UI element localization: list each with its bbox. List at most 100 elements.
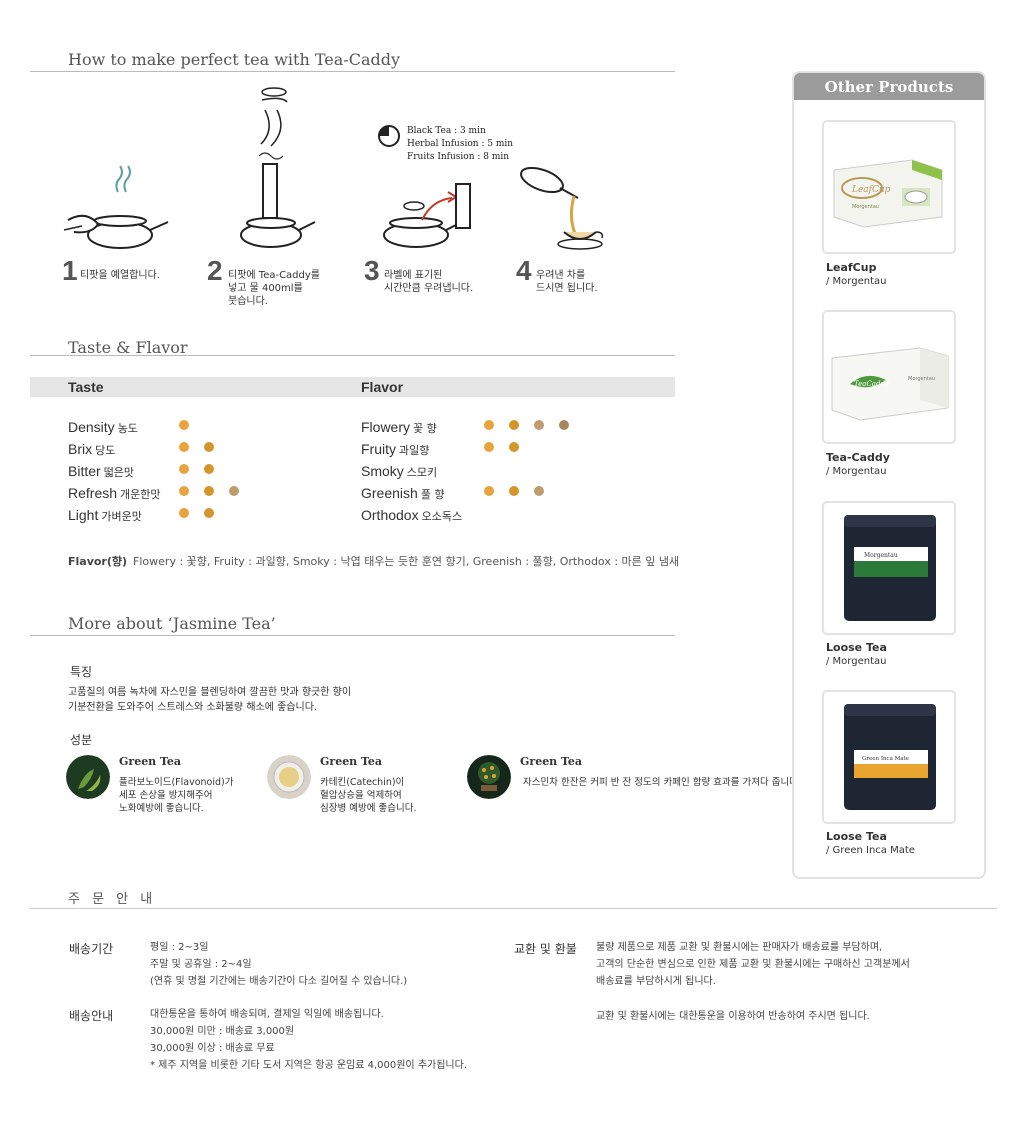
ingredient-title: Green Tea	[320, 755, 383, 768]
ingredient-desc: 카테킨(Catechin)이 혈압상승을 억제하여 심장병 예방에 좋습니다.	[320, 777, 417, 814]
attribute-name: Orthodox	[361, 507, 419, 523]
rating-dot	[509, 486, 519, 496]
rating-dot	[559, 420, 569, 430]
rating-dot	[179, 508, 189, 518]
delivery-info-text: 대한통운을 통하여 배송되며, 결제일 익일에 배송됩니다. 30,000원 미…	[150, 1009, 467, 1071]
attribute-name: Density	[68, 419, 115, 435]
rating-dot	[179, 464, 189, 474]
product-name[interactable]: Loose Tea	[826, 830, 887, 843]
product-sub: / Morgentau	[826, 276, 887, 287]
product-sub: / Morgentau	[826, 466, 887, 477]
step-number: 1	[62, 255, 78, 286]
ingredient-desc: 플라보노이드(Flavonoid)가 세포 손상을 방지해주어 노화예방에 좋습…	[119, 777, 234, 814]
rating-dot	[509, 442, 519, 452]
feature-label: 특징	[70, 665, 93, 679]
taste-table-header	[30, 377, 675, 397]
attribute-name-ko: 개운한맛	[120, 488, 161, 501]
rating-dot	[509, 420, 519, 430]
attribute-name: Flowery	[361, 419, 411, 435]
product-name[interactable]: Loose Tea	[826, 641, 887, 654]
svg-text:Green Inca Mate: Green Inca Mate	[862, 756, 909, 762]
attribute-name-ko: 떫은맛	[103, 466, 135, 479]
product-name[interactable]: LeafCup	[826, 261, 877, 274]
flavor-note: Flavor(향)Flowery : 꽃향, Fruity : 과일향, Smo…	[68, 555, 680, 568]
step-number: 3	[364, 255, 380, 286]
rating-dot	[534, 486, 544, 496]
step-text: 티팟을 예열합니다.	[80, 270, 160, 281]
step-3: 3 라벨에 표기된 시간만큼 우려냅니다.	[364, 80, 514, 320]
steep-illustration	[378, 125, 471, 248]
attribute-name-ko: 스모키	[406, 466, 438, 479]
jasmine-plant-image	[467, 755, 511, 799]
rating-dot	[204, 442, 214, 452]
delivery-period-text: 평일 : 2~3일 주말 및 공휴일 : 2~4일 (연휴 및 명절 기간에는 …	[150, 942, 408, 987]
product-image-loose-tea[interactable]: Morgentau	[822, 501, 956, 635]
order-divider	[30, 908, 997, 909]
ingredient-item: Green Tea 플라보노이드(Flavonoid)가 세포 손상을 방지해주…	[66, 755, 266, 825]
rating-dot	[179, 486, 189, 496]
product-image-tea-caddy[interactable]: TeaCaddy Morgentau	[822, 310, 956, 444]
product-image-leafcup[interactable]: LeafCup Morgentau	[822, 120, 956, 254]
step-4: 4 우려낸 차를 드시면 됩니다.	[516, 80, 666, 320]
product-name[interactable]: Tea-Caddy	[826, 451, 890, 464]
svg-text:Morgentau: Morgentau	[852, 204, 879, 210]
product-sub: / Green Inca Mate	[826, 845, 915, 856]
section-divider	[30, 355, 675, 356]
ingredient-item: Green Tea 카테킨(Catechin)이 혈압상승을 억제하여 심장병 …	[267, 755, 467, 825]
taste-header: Taste	[68, 379, 104, 395]
product-sub: / Morgentau	[826, 656, 887, 667]
step-2: 2 티팟에 Tea-Caddy를 넣고 물 400ml를 붓습니다.	[207, 80, 357, 320]
feature-text: 고품질의 여름 녹차에 자스민을 블렌딩하여 깔끔한 맛과 향긋한 향이 기분전…	[68, 687, 352, 713]
step-number: 4	[516, 255, 532, 286]
product-image-green-inca-mate[interactable]: Green Inca Mate	[822, 690, 956, 824]
ingredient-label: 성분	[70, 733, 93, 747]
ingredient-item: Green Tea 자스민차 한잔은 커피 반 잔 정도의 카페인 함량 효과를…	[467, 755, 801, 825]
order-info-title: 주 문 안 내	[68, 892, 157, 907]
rating-dot	[484, 486, 494, 496]
rating-dot	[204, 464, 214, 474]
attribute-name-ko: 당도	[95, 444, 116, 457]
tea-cup-image	[267, 755, 311, 799]
attribute-name: Bitter	[68, 463, 101, 479]
attribute-name: Refresh	[68, 485, 118, 501]
rating-dot	[229, 486, 239, 496]
ingredient-title: Green Tea	[119, 755, 182, 768]
step-1: 1 티팟을 예열합니다.	[62, 80, 212, 320]
attribute-name: Smoky	[361, 463, 404, 479]
attribute-name-ko: 가벼운맛	[101, 510, 142, 523]
svg-text:TeaCaddy: TeaCaddy	[854, 380, 890, 388]
tea-leaf-image	[66, 755, 110, 799]
exchange-label: 교환 및 환불	[514, 942, 577, 956]
how-to-title: How to make perfect tea with Tea-Caddy	[68, 50, 401, 69]
rating-dot	[484, 420, 494, 430]
rating-dot	[204, 508, 214, 518]
attribute-name: Fruity	[361, 441, 396, 457]
caddy-pour-illustration	[240, 87, 316, 248]
ingredient-title: Green Tea	[520, 755, 583, 768]
other-products-title: Other Products	[824, 78, 954, 96]
step-text: 티팟에 Tea-Caddy를 넣고 물 400ml를 붓습니다.	[228, 270, 321, 307]
other-products-header: Other Products	[794, 73, 984, 100]
ingredient-desc: 자스민차 한잔은 커피 반 잔 정도의 카페인 함량 효과를 가져다 줍니다.	[523, 777, 801, 788]
exchange-text: 불량 제품으로 제품 교환 및 환불시에는 판매자가 배송료를 부담하며, 고객…	[596, 942, 910, 987]
attribute-name: Light	[68, 507, 99, 523]
rating-dot	[484, 442, 494, 452]
svg-text:Morgentau: Morgentau	[864, 552, 898, 559]
delivery-info-label: 배송안내	[69, 1009, 114, 1023]
infusion-times: Black Tea : 3 min Herbal Infusion : 5 mi…	[407, 126, 514, 162]
attribute-name: Brix	[68, 441, 93, 457]
attribute-name-ko: 과일향	[399, 444, 430, 457]
rating-dot	[179, 420, 189, 430]
attribute-name: Greenish	[361, 485, 418, 501]
more-about-title: More about ‘Jasmine Tea’	[68, 614, 276, 633]
delivery-period-label: 배송기간	[69, 942, 114, 956]
rating-dot	[534, 420, 544, 430]
attribute-name-ko: 꽃 향	[413, 422, 437, 435]
attribute-name-ko: 풀 향	[420, 488, 445, 501]
section-divider	[30, 71, 675, 72]
